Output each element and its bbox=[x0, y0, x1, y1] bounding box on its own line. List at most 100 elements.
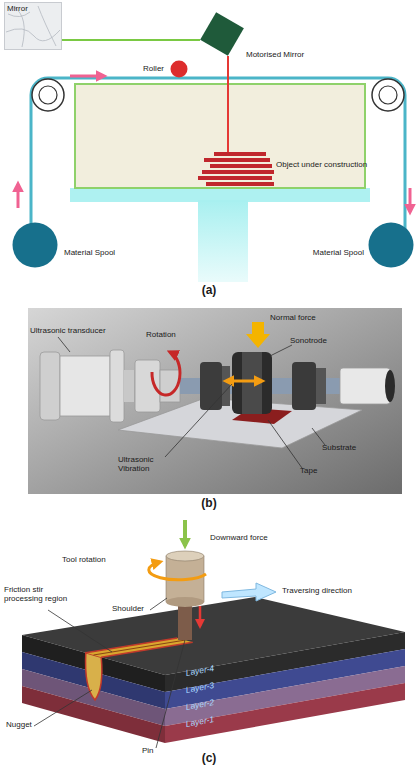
rotation-arrow bbox=[149, 562, 206, 580]
material-sheet bbox=[31, 78, 405, 245]
sonotrode-disc bbox=[232, 352, 272, 414]
layer-band: Layer-2 bbox=[165, 666, 405, 726]
marble-vein bbox=[14, 7, 24, 47]
layer-band-shape bbox=[165, 683, 405, 743]
end-cap bbox=[385, 370, 395, 402]
part-label: Motorised Mirror bbox=[246, 50, 326, 59]
feed-arrow bbox=[409, 188, 412, 212]
mirror-panel: Mirror bbox=[4, 2, 62, 50]
leader-line bbox=[268, 420, 302, 468]
substrate-plate bbox=[118, 398, 362, 448]
block-top-face bbox=[22, 597, 405, 675]
layer-band-shape bbox=[165, 632, 405, 692]
pulley bbox=[32, 79, 64, 111]
motion-label: Tool rotation bbox=[62, 555, 132, 564]
layer-label: Layer-1 bbox=[185, 711, 236, 729]
coupler bbox=[160, 370, 180, 402]
leader-line bbox=[165, 384, 232, 457]
feed-arrow bbox=[17, 184, 20, 208]
nugget-zone bbox=[86, 653, 102, 700]
object-layer bbox=[204, 158, 270, 162]
force-arrow bbox=[183, 520, 187, 546]
band-face bbox=[165, 649, 405, 709]
leader-line bbox=[312, 428, 325, 445]
tool-shoulder bbox=[166, 556, 204, 602]
feed-arrow bbox=[70, 75, 104, 78]
marble-vein bbox=[38, 6, 56, 46]
part-label: Object under construction bbox=[276, 160, 376, 169]
material-spool: Material Spool bbox=[368, 222, 414, 268]
mirror-body bbox=[200, 12, 244, 56]
vibration-arrow bbox=[226, 380, 262, 383]
part-label: Mirror bbox=[7, 4, 47, 13]
object-layer bbox=[214, 152, 266, 156]
band-face bbox=[165, 683, 405, 743]
build-platform bbox=[75, 84, 365, 188]
roller-shape bbox=[170, 60, 188, 78]
force-label: Normal force bbox=[270, 313, 340, 322]
tape-strip bbox=[232, 408, 292, 424]
motorised-mirror: Motorised Mirror bbox=[200, 6, 244, 56]
part-label: Material Spool bbox=[284, 248, 364, 257]
part-label: Substrate bbox=[322, 443, 378, 452]
motion-label: Ultrasonic Vibration bbox=[118, 455, 174, 473]
marble-vein bbox=[6, 29, 60, 41]
mirror-surface bbox=[5, 3, 62, 50]
motion-label: Traversing direction bbox=[282, 586, 392, 595]
material-spool-shape bbox=[368, 222, 414, 268]
part-label: Nugget bbox=[6, 720, 46, 729]
band-face bbox=[165, 632, 405, 692]
layer-label: Layer-3 bbox=[185, 677, 236, 695]
processed-track bbox=[86, 638, 193, 657]
circle-body bbox=[369, 223, 414, 268]
leader-line bbox=[48, 610, 112, 652]
tool-top bbox=[166, 551, 204, 561]
booster-disc bbox=[200, 362, 222, 410]
part-label: Ultrasonic transducer bbox=[30, 326, 140, 335]
leader-line bbox=[156, 640, 185, 748]
block-side-layer bbox=[22, 635, 165, 692]
material-spool-shape bbox=[12, 222, 58, 268]
part-label: Roller bbox=[112, 64, 164, 73]
coupler bbox=[135, 360, 160, 412]
layer-band: Layer-4 bbox=[165, 632, 405, 692]
band-face bbox=[165, 666, 405, 726]
roller: Roller bbox=[170, 60, 188, 78]
sonotrode-face bbox=[242, 352, 262, 414]
layer-band-shape bbox=[165, 649, 405, 709]
panel-label: (a) bbox=[196, 284, 222, 298]
platform-base bbox=[70, 188, 370, 202]
part-label: Tape bbox=[300, 466, 330, 475]
end-bearing bbox=[340, 368, 390, 404]
platform-stem bbox=[198, 200, 248, 282]
transducer-body bbox=[60, 356, 110, 416]
leader-line bbox=[34, 690, 92, 726]
mirror-panel-shape bbox=[4, 2, 62, 50]
transducer-body bbox=[110, 350, 124, 422]
shaft bbox=[180, 378, 350, 394]
force-arrow bbox=[246, 322, 270, 348]
connector-line bbox=[62, 39, 200, 41]
block-side-layer bbox=[22, 686, 165, 743]
object-layers bbox=[198, 152, 274, 186]
transducer-neck bbox=[124, 370, 134, 402]
leader-line bbox=[58, 337, 70, 352]
material-spool: Material Spool bbox=[12, 222, 58, 268]
block-side-layer bbox=[22, 652, 165, 709]
leader-line bbox=[150, 598, 167, 610]
track-edge bbox=[86, 638, 178, 653]
part-label: Sonotrode bbox=[290, 336, 350, 345]
pulley bbox=[372, 79, 404, 111]
render-background bbox=[28, 308, 402, 494]
support-disc bbox=[316, 368, 326, 404]
transducer-body bbox=[40, 352, 60, 420]
laser-beam bbox=[227, 56, 229, 152]
part-label: Pin bbox=[142, 746, 162, 755]
traverse-arrow bbox=[222, 583, 276, 601]
plunge-arrow bbox=[199, 606, 202, 626]
region-label: Friction stir processing region bbox=[4, 585, 84, 603]
